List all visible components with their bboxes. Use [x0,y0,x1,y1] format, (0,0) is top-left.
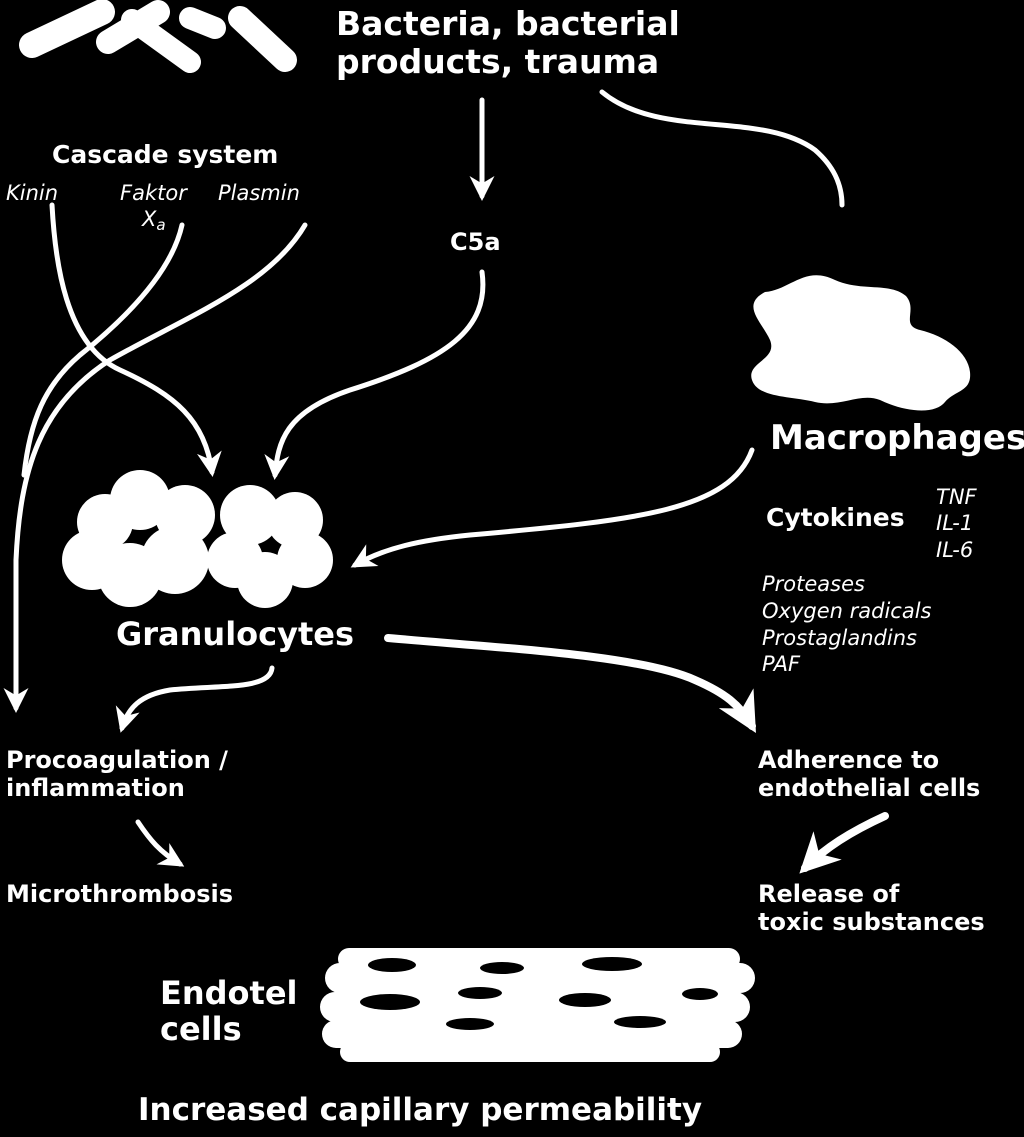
granulocyte-cells-icon [62,470,333,608]
faktor-xa-label: Xa [142,207,166,234]
endothelial-cell-gaps [360,957,718,1030]
macrophage-cell-icon [751,275,971,411]
adherence-label-line1: Adherence to [758,746,940,774]
arrow-granulocytes-to-procoagulation [115,665,275,733]
procoagulation-label-line2: inflammation [6,774,185,802]
procoagulation-label-line1: Procoagulation / [6,746,228,774]
kinin-label: Kinin [6,181,59,205]
release-label-line1: Release of [758,880,900,908]
mediator-proteases: Proteases [762,572,865,596]
bacteria-icon [19,0,297,73]
arrow-faktor-to-procoagulation [21,222,185,478]
adherence-label-line2: endothelial cells [758,774,981,802]
mediator-oxygen-radicals: Oxygen radicals [762,599,932,623]
cytokine-il6: IL-6 [936,538,974,562]
outcome-label: Increased capillary permeability [138,1092,703,1128]
source-label-line1: Bacteria, bacterial [336,4,680,43]
arrow-c5a-to-granulocytes [264,269,486,480]
c5a-label: C5a [450,228,501,256]
mediator-prostaglandins: Prostaglandins [762,626,917,650]
plasmin-label: Plasmin [218,181,300,205]
faktor-subscript: a [156,215,166,234]
faktor-label: Faktor [120,181,187,205]
arrow-source-to-macrophages [599,89,845,208]
arrow-macrophages-to-granulocytes [350,447,755,568]
arrow-granulocytes-to-adherence [384,634,756,733]
faktor-x: X [142,207,157,231]
arrow-kinin-to-granulocytes [49,202,222,477]
cytokine-il1: IL-1 [936,511,974,535]
macrophages-label: Macrophages [770,418,1024,458]
endotel-label-line1: Endotel [160,974,298,1012]
arrow-adherence-to-release [799,812,889,874]
source-label-line2: products, trauma [336,42,660,81]
cytokines-label: Cytokines [766,503,905,532]
cytokine-tnf: TNF [936,485,977,509]
release-label-line2: toxic substances [758,908,985,936]
endotel-label-line2: cells [160,1010,242,1048]
microthrombosis-label: Microthrombosis [6,880,234,908]
arrow-procoagulation-to-microthrombosis [135,819,185,867]
cascade-system-title: Cascade system [52,140,279,169]
arrow-plasmin-to-procoagulation [3,222,308,713]
mediator-paf: PAF [762,652,801,676]
granulocytes-label: Granulocytes [116,615,355,653]
